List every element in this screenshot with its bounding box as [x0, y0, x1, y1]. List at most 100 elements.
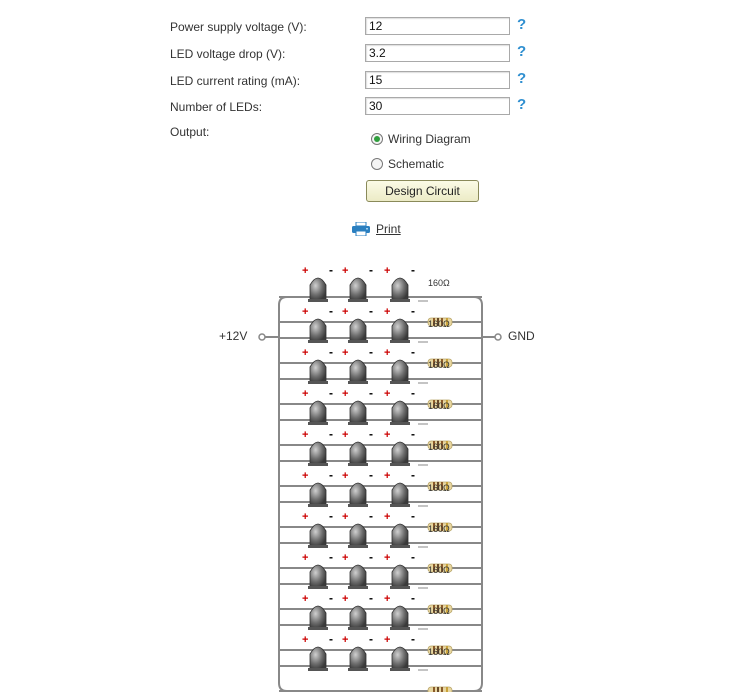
resistor-value-label: 160Ω	[428, 483, 450, 493]
led-anode-sign: +	[384, 552, 390, 564]
number-of-leds-help-icon[interactable]: ?	[517, 96, 527, 113]
led-anode-sign: +	[342, 552, 348, 564]
resistor: 160Ω	[427, 360, 453, 409]
led-anode-sign: +	[342, 347, 348, 359]
led-cathode-sign: -	[329, 304, 333, 318]
led-anode-sign: +	[302, 634, 308, 646]
supply-terminal	[258, 333, 266, 341]
led-cathode-sign: -	[411, 386, 415, 400]
led-cathode-sign: -	[369, 263, 373, 277]
led: +-	[384, 263, 415, 302]
print-link[interactable]: Print	[352, 222, 401, 236]
led-cathode-sign: -	[369, 632, 373, 646]
resistor: 160Ω	[427, 524, 453, 573]
led-anode-sign: +	[302, 347, 308, 359]
resistor: 160Ω	[427, 442, 453, 491]
led: +-	[302, 427, 333, 466]
led-cathode-sign: -	[329, 468, 333, 482]
led-cathode-sign: -	[329, 591, 333, 605]
led-anode-sign: +	[342, 511, 348, 523]
led-string-row: +-+-+-160Ω	[279, 550, 482, 614]
led-cathode-sign: -	[411, 509, 415, 523]
led: +-	[342, 632, 373, 671]
led: +-	[302, 468, 333, 507]
wiring-diagram-radio[interactable]	[371, 133, 383, 145]
led-voltage-drop-help-icon[interactable]: ?	[517, 43, 527, 60]
supply-voltage-label: Power supply voltage (V):	[170, 20, 307, 34]
led: +-	[302, 386, 333, 425]
output-label: Output:	[170, 125, 210, 139]
number-of-leds-input[interactable]	[365, 97, 510, 115]
led-anode-sign: +	[384, 470, 390, 482]
led-cathode-sign: -	[329, 550, 333, 564]
led: +-	[342, 509, 373, 548]
led-anode-sign: +	[342, 634, 348, 646]
led: +-	[342, 263, 373, 302]
led-voltage-drop-input[interactable]	[365, 44, 510, 62]
led-cathode-sign: -	[411, 468, 415, 482]
led-anode-sign: +	[342, 470, 348, 482]
number-of-leds-label: Number of LEDs:	[170, 100, 263, 114]
output-option-wiring-diagram[interactable]: Wiring Diagram	[371, 132, 471, 146]
led-anode-sign: +	[342, 388, 348, 400]
led: +-	[342, 550, 373, 589]
led-current-help-icon[interactable]: ?	[517, 70, 527, 87]
led-voltage-drop-label: LED voltage drop (V):	[170, 47, 286, 61]
led: +-	[302, 304, 333, 343]
supply-voltage-input[interactable]	[365, 17, 510, 35]
led-anode-sign: +	[384, 265, 390, 277]
led-anode-sign: +	[384, 511, 390, 523]
resistor: 160Ω	[427, 565, 453, 614]
led: +-	[384, 304, 415, 343]
led-anode-sign: +	[384, 388, 390, 400]
led-cathode-sign: -	[329, 386, 333, 400]
led: +-	[342, 345, 373, 384]
led-cathode-sign: -	[369, 345, 373, 359]
led: +-	[384, 591, 415, 630]
led-cathode-sign: -	[369, 468, 373, 482]
led-cathode-sign: -	[369, 427, 373, 441]
led-anode-sign: +	[342, 593, 348, 605]
led-cathode-sign: -	[411, 591, 415, 605]
led: +-	[384, 386, 415, 425]
led-anode-sign: +	[384, 429, 390, 441]
led-anode-sign: +	[342, 265, 348, 277]
led-string-row: +-+-+-160Ω	[279, 632, 482, 692]
led-string-row: +-+-+-160Ω	[279, 591, 482, 655]
supply-voltage-help-icon[interactable]: ?	[517, 16, 527, 33]
led-anode-sign: +	[302, 593, 308, 605]
led-string-row: +-+-+-160Ω	[279, 345, 482, 409]
led-current-input[interactable]	[365, 71, 510, 89]
led-anode-sign: +	[384, 347, 390, 359]
resistor-value-label: 160Ω	[428, 401, 450, 411]
led-anode-sign: +	[384, 306, 390, 318]
led: +-	[342, 386, 373, 425]
design-circuit-button[interactable]: Design Circuit	[366, 180, 479, 202]
led-anode-sign: +	[384, 634, 390, 646]
resistor-value-label: 160Ω	[428, 647, 450, 657]
led-string-row: +-+-+-160Ω	[279, 468, 482, 532]
led: +-	[302, 550, 333, 589]
resistor-value-label: 160Ω	[428, 319, 450, 329]
led-cathode-sign: -	[369, 509, 373, 523]
led: +-	[302, 263, 333, 302]
right-rail-wire	[473, 296, 483, 692]
led-cathode-sign: -	[329, 427, 333, 441]
output-option-schematic[interactable]: Schematic	[371, 157, 444, 171]
led-anode-sign: +	[302, 552, 308, 564]
schematic-radio[interactable]	[371, 158, 383, 170]
resistor-value-label: 160Ω	[428, 524, 450, 534]
led: +-	[302, 591, 333, 630]
led: +-	[384, 632, 415, 671]
led-anode-sign: +	[302, 388, 308, 400]
led-cathode-sign: -	[329, 345, 333, 359]
led-cathode-sign: -	[369, 550, 373, 564]
resistor-value-label: 160Ω	[428, 442, 450, 452]
print-label: Print	[376, 222, 401, 236]
printer-icon	[352, 222, 370, 236]
led-anode-sign: +	[384, 593, 390, 605]
led-cathode-sign: -	[329, 263, 333, 277]
led: +-	[384, 345, 415, 384]
led-cathode-sign: -	[411, 632, 415, 646]
